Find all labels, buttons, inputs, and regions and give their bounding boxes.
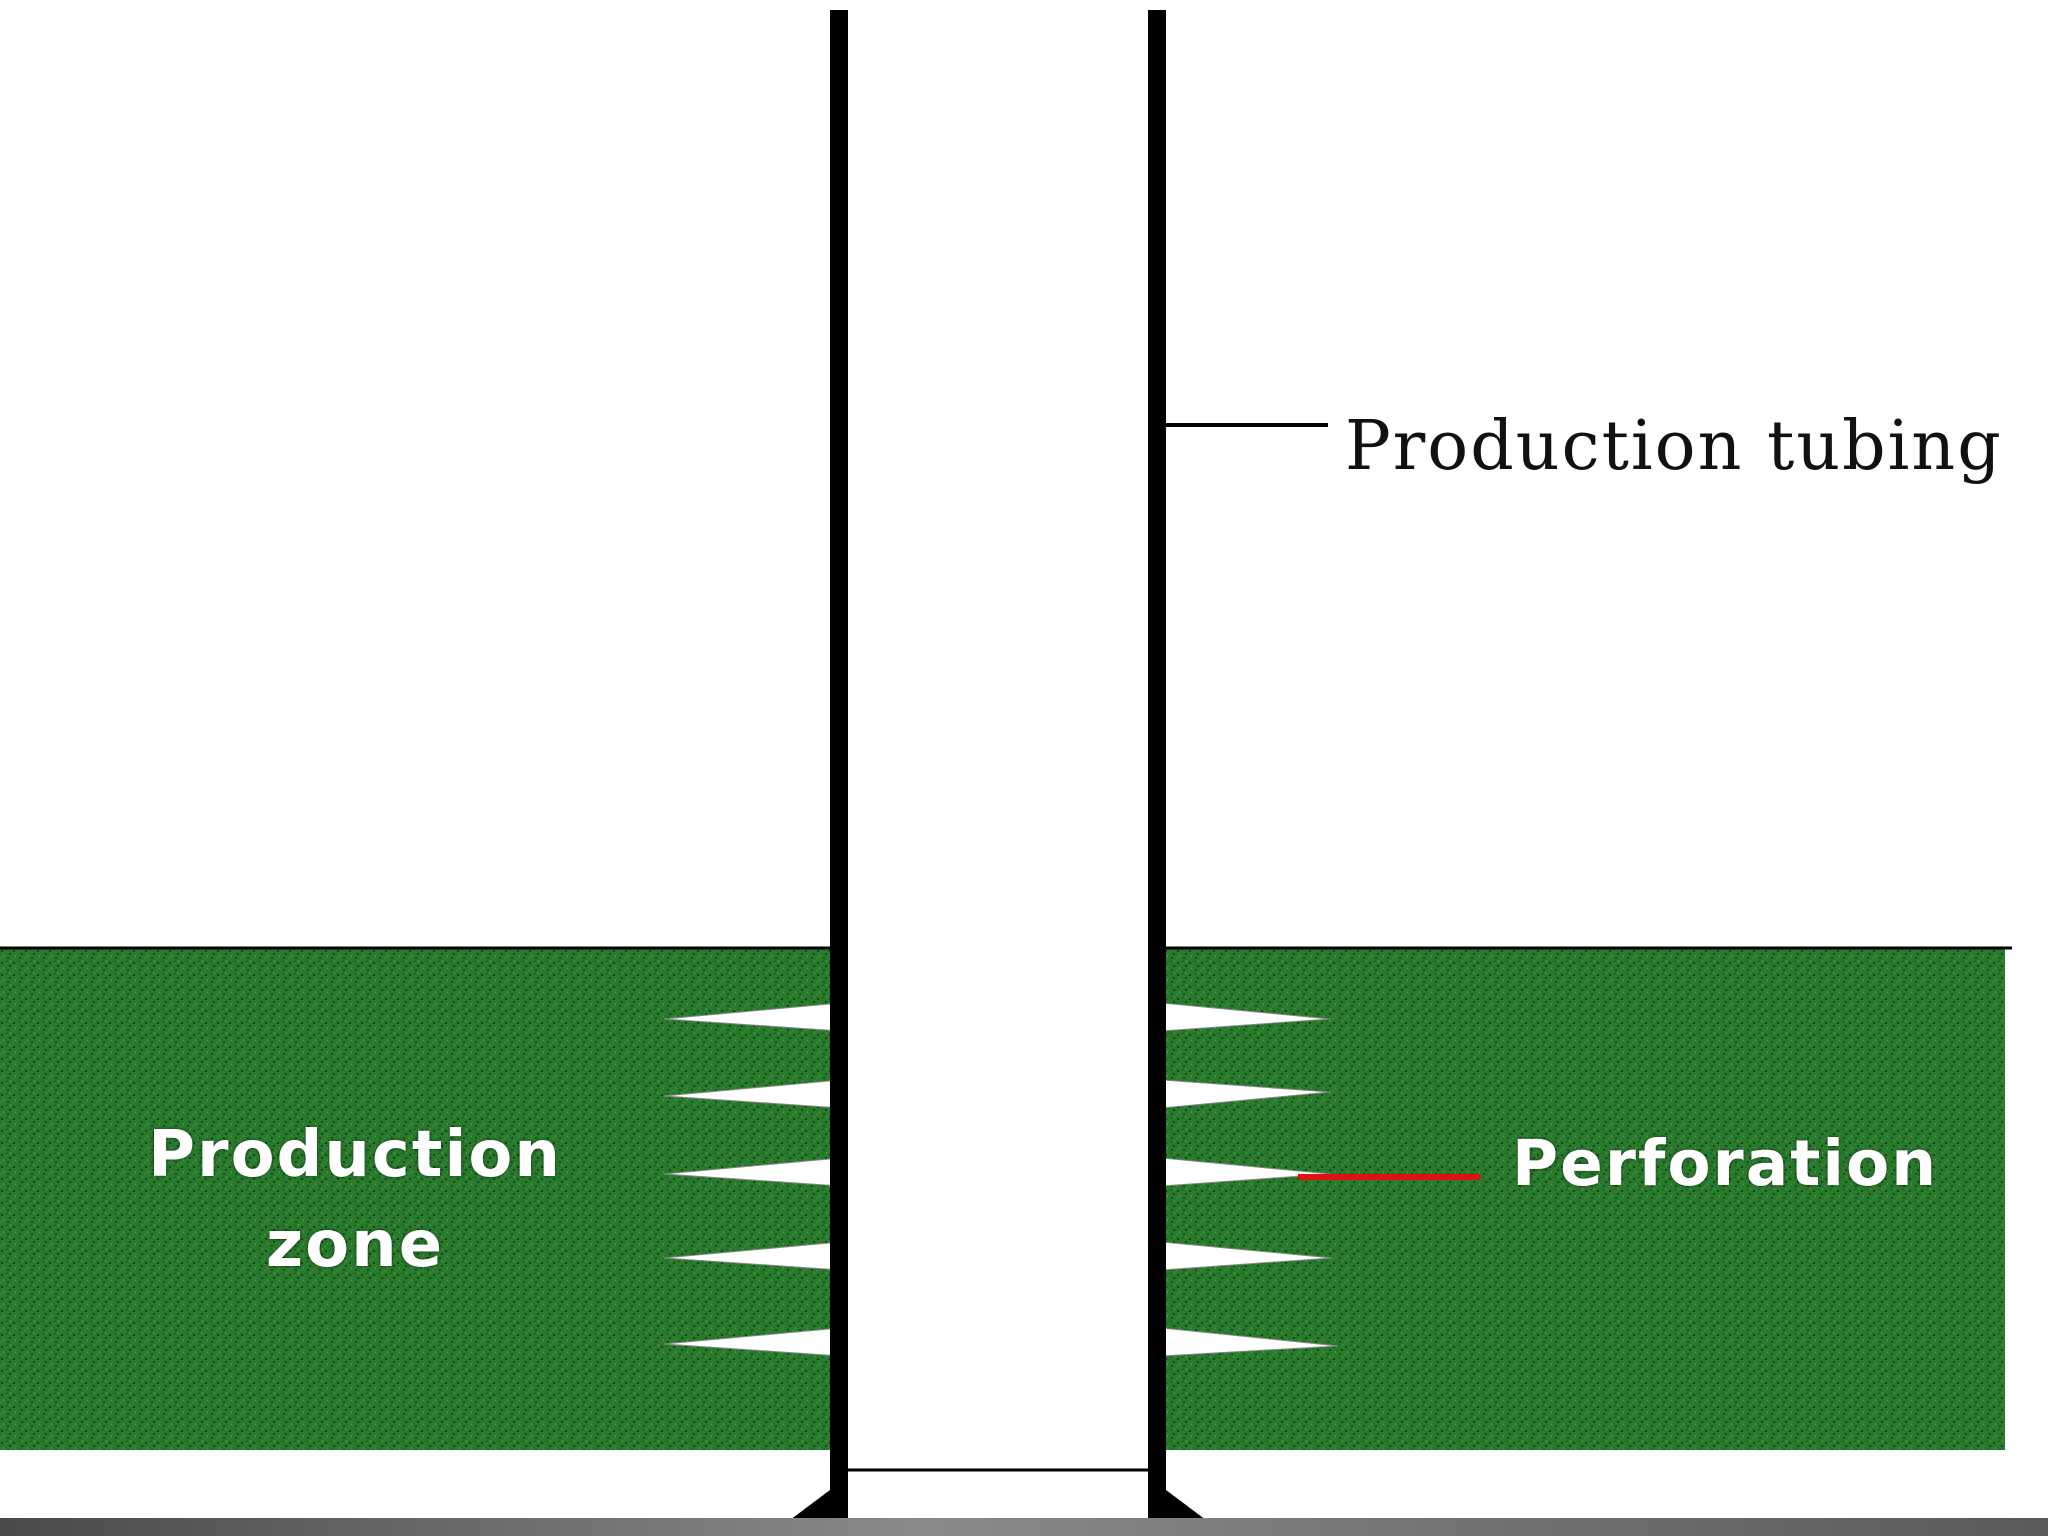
production-tubing-label: Production tubing — [1345, 407, 2003, 486]
production-zone-label-line2: zone — [265, 1208, 445, 1282]
tubing-foot-left — [790, 1490, 830, 1520]
tubing-wall-left — [830, 10, 848, 1520]
production-zone-label-line1: Production — [148, 1118, 562, 1192]
perforations-right — [1161, 1002, 1339, 1357]
formation-right — [1162, 948, 2005, 1450]
tubing-wall-right — [1148, 10, 1166, 1520]
bottom-bar — [0, 1518, 2048, 1536]
perforation-label: Perforation — [1512, 1127, 1939, 1200]
production-zone-label: Production zone — [125, 1110, 585, 1290]
tubing-foot-right — [1166, 1490, 1206, 1520]
formation-left — [0, 948, 840, 1450]
